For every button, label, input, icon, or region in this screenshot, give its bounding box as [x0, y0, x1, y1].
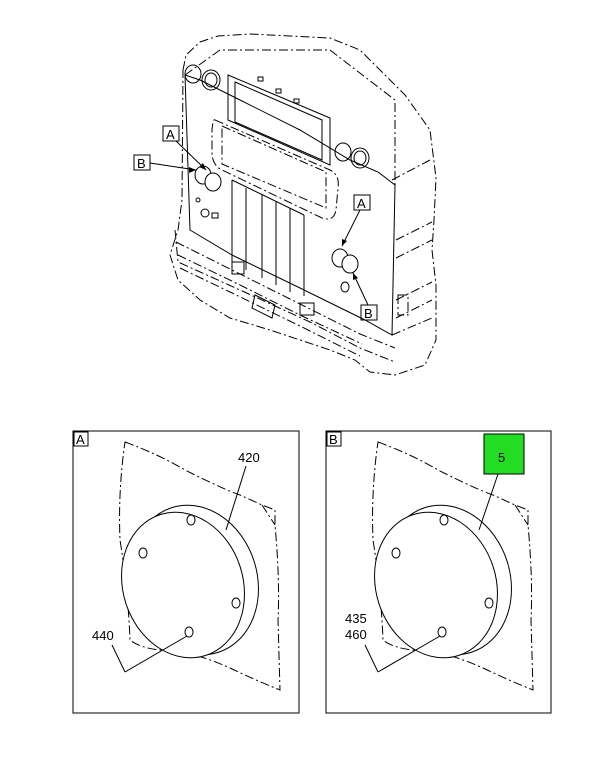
- callout-b-left-text: B: [137, 156, 146, 171]
- callout-b-right-text: B: [364, 306, 373, 321]
- detail-b-part-435: 435: [345, 611, 367, 626]
- detail-b-part-5[interactable]: 5: [498, 450, 505, 465]
- detail-b-part-460: 460: [345, 627, 367, 642]
- detail-a-corner-label: A: [76, 432, 85, 447]
- callout-b-right: B: [352, 272, 378, 321]
- detail-a-part-440: 440: [92, 628, 114, 643]
- callout-a-right-text: A: [357, 196, 366, 211]
- detail-a-part-420: 420: [238, 450, 260, 465]
- callout-a-left: A: [162, 125, 207, 171]
- detail-a-panel: A 420 440: [72, 430, 300, 714]
- callout-b-left: B: [133, 154, 197, 173]
- detail-b-corner-label: B: [329, 432, 338, 447]
- engine-assembly-view: [169, 33, 437, 376]
- callout-a-right: A: [341, 194, 371, 247]
- callout-a-left-text: A: [166, 127, 175, 142]
- detail-b-panel: B 5 435 460: [325, 430, 552, 714]
- detail-b-highlight-box[interactable]: [483, 433, 525, 475]
